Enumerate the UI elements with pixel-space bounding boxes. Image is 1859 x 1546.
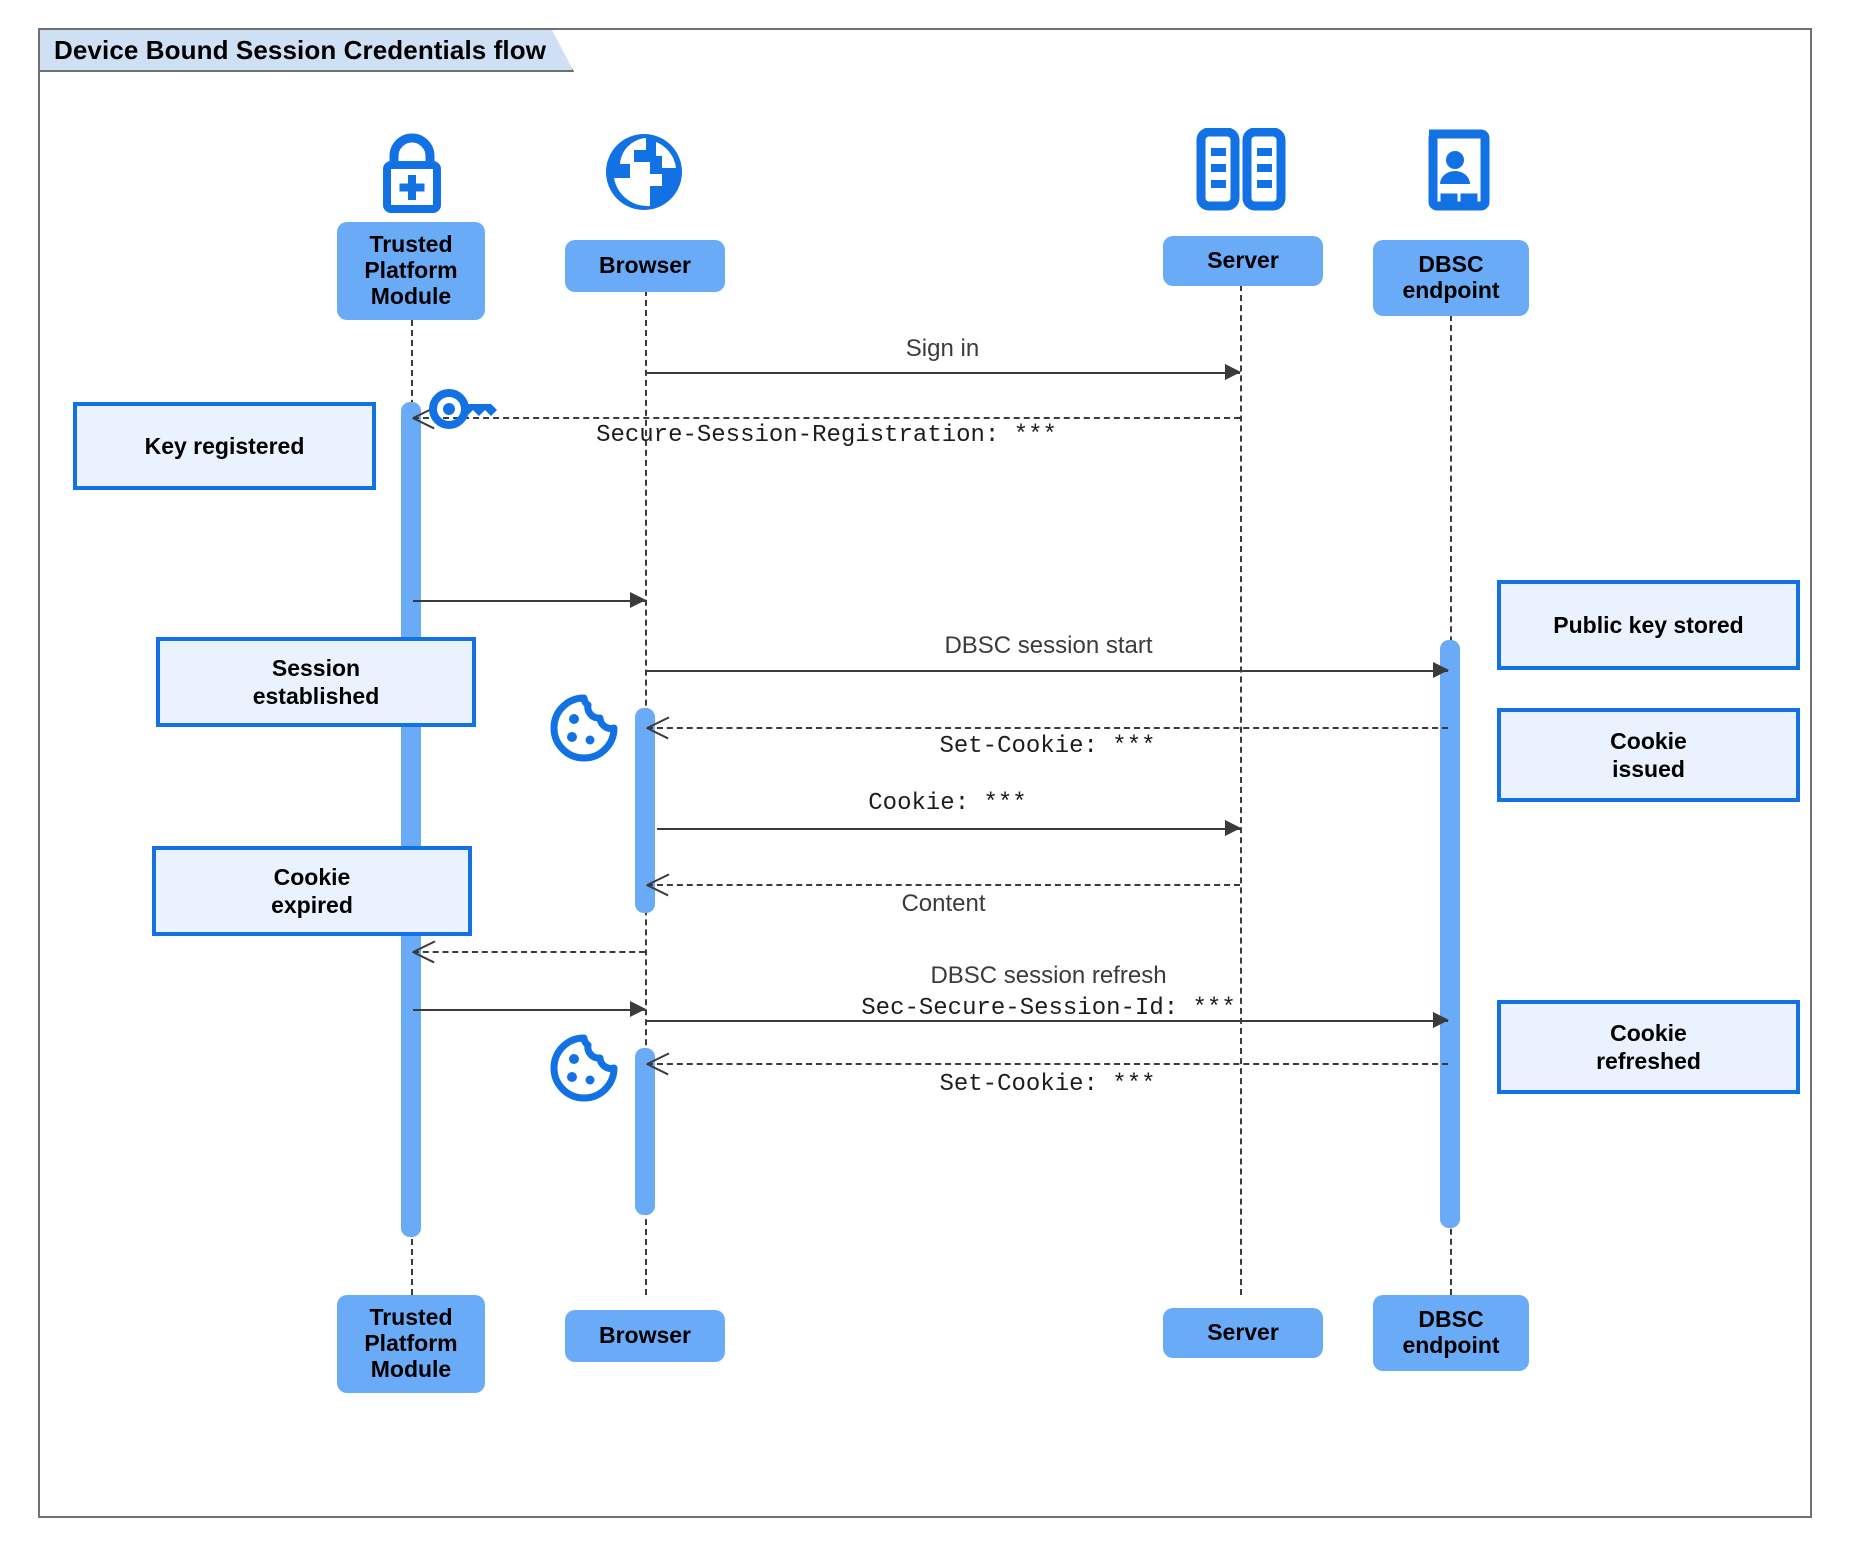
participant-dbsc-bottom[interactable]: DBSC endpoint: [1373, 1295, 1529, 1371]
activation-bar-tpm: [401, 402, 421, 1237]
participant-label: DBSC endpoint: [1402, 251, 1500, 303]
message-label-sign-in: Sign in: [905, 335, 980, 362]
activation-bar-dbsc: [1440, 640, 1460, 1228]
note-text: Public key stored: [1553, 611, 1744, 638]
key-icon: [427, 385, 507, 433]
participant-server-bottom[interactable]: Server: [1163, 1308, 1323, 1358]
participant-tpm-bottom[interactable]: Trusted Platform Module: [337, 1295, 485, 1393]
message-label-dbsc-session-start: DBSC session start: [944, 632, 1153, 659]
note-cookie-issued: Cookie issued: [1497, 708, 1800, 802]
frame-title: Device Bound Session Credentials flow: [40, 30, 574, 72]
participant-label: DBSC endpoint: [1402, 1306, 1500, 1358]
note-key-registered: Key registered: [73, 402, 376, 490]
note-text: Cookie issued: [1610, 727, 1687, 782]
globe-icon: [600, 128, 688, 216]
participant-browser-top[interactable]: Browser: [565, 240, 725, 292]
note-text: Key registered: [144, 432, 305, 459]
participant-label: Trusted Platform Module: [364, 1304, 458, 1382]
participant-label: Browser: [598, 1322, 692, 1349]
activation-bar-browser-2: [635, 1048, 655, 1215]
note-text: Cookie refreshed: [1596, 1019, 1701, 1074]
participant-label: Trusted Platform Module: [364, 231, 458, 309]
participant-server-top[interactable]: Server: [1163, 236, 1323, 286]
participant-dbsc-top[interactable]: DBSC endpoint: [1373, 240, 1529, 316]
message-label-dbsc-session-refresh: DBSC session refresh: [930, 962, 1167, 989]
message-label-set-cookie-2: Set-Cookie: ***: [939, 1071, 1156, 1098]
note-text: Session established: [252, 654, 380, 709]
participant-label: Server: [1207, 247, 1279, 274]
note-public-key-stored: Public key stored: [1497, 580, 1800, 670]
lock-plus-icon: [367, 127, 457, 217]
participant-browser-bottom[interactable]: Browser: [565, 1310, 725, 1362]
cookie-icon-2: [548, 1032, 620, 1104]
message-label-set-cookie-1: Set-Cookie: ***: [939, 733, 1156, 760]
message-label-content: Content: [901, 890, 986, 917]
note-session-established: Session established: [156, 637, 476, 727]
message-label-secure-session-registration: Secure-Session-Registration: ***: [596, 422, 1057, 449]
note-cookie-refreshed: Cookie refreshed: [1497, 1000, 1800, 1094]
participant-tpm-top[interactable]: Trusted Platform Module: [337, 222, 485, 320]
message-label-sec-secure-session-id: Sec-Secure-Session-Id: ***: [861, 995, 1236, 1022]
server-rack-icon: [1195, 127, 1287, 212]
participant-label: Browser: [598, 252, 692, 279]
lifeline-server: [1240, 285, 1242, 1295]
note-text: Cookie expired: [271, 863, 353, 918]
note-cookie-expired: Cookie expired: [152, 846, 472, 936]
activation-bar-browser-1: [635, 708, 655, 913]
participant-label: Server: [1207, 1319, 1279, 1346]
cookie-icon-1: [548, 692, 620, 764]
message-label-cookie: Cookie: ***: [868, 790, 1027, 817]
id-badge-icon: [1420, 128, 1490, 212]
